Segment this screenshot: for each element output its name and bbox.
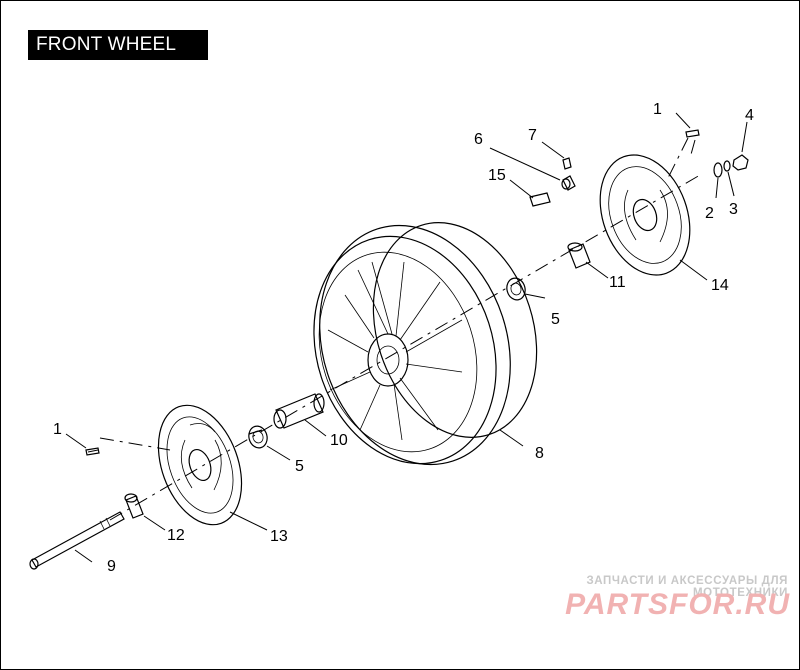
callout-7: 7 (528, 127, 537, 144)
balance-weight-part (529, 192, 551, 207)
callout-5-top: 5 (551, 311, 560, 328)
bearing-left-part (248, 425, 268, 449)
spacer-left-part (124, 493, 144, 519)
valve-cap-part (562, 157, 572, 170)
spacer-right-part (567, 242, 591, 269)
callout-8: 8 (535, 445, 544, 462)
callout-3: 3 (729, 201, 738, 218)
callout-15: 15 (488, 167, 506, 184)
callout-1-top: 1 (653, 101, 662, 118)
watermark-tagline: ЗАПЧАСТИ И АКСЕССУАРЫ ДЛЯ МОТОТЕХНИКИ (586, 575, 788, 599)
axle-part (29, 511, 125, 570)
bolt-axis-top (689, 139, 696, 159)
callout-6: 6 (474, 131, 483, 148)
callout-9: 9 (107, 558, 116, 575)
nut-part (732, 154, 749, 171)
callout-13: 13 (270, 528, 288, 545)
callout-11: 11 (609, 274, 626, 291)
bolt-axis-left (99, 437, 171, 451)
watermark-logo: PARTSFOR.RU (565, 588, 790, 621)
brake-disc-left (157, 404, 243, 526)
lockwasher-part (723, 160, 731, 172)
brake-disc-right (599, 154, 691, 276)
callout-2: 2 (705, 205, 714, 222)
washer-part (713, 162, 723, 178)
callout-10: 10 (330, 432, 348, 449)
bearing-right-part (506, 277, 526, 301)
spacer-sleeve-part (273, 393, 325, 429)
callout-12: 12 (167, 527, 185, 544)
callout-5-bottom: 5 (295, 458, 304, 475)
callout-4: 4 (745, 107, 754, 124)
bolt-left-part (85, 447, 100, 456)
callout-14: 14 (711, 277, 729, 294)
bolt-top-part (685, 129, 700, 138)
cast-wheel-part (313, 222, 538, 466)
callout-1-left: 1 (53, 421, 62, 438)
diagram-title: FRONT WHEEL (28, 30, 208, 60)
valve-stem-part (561, 175, 576, 191)
